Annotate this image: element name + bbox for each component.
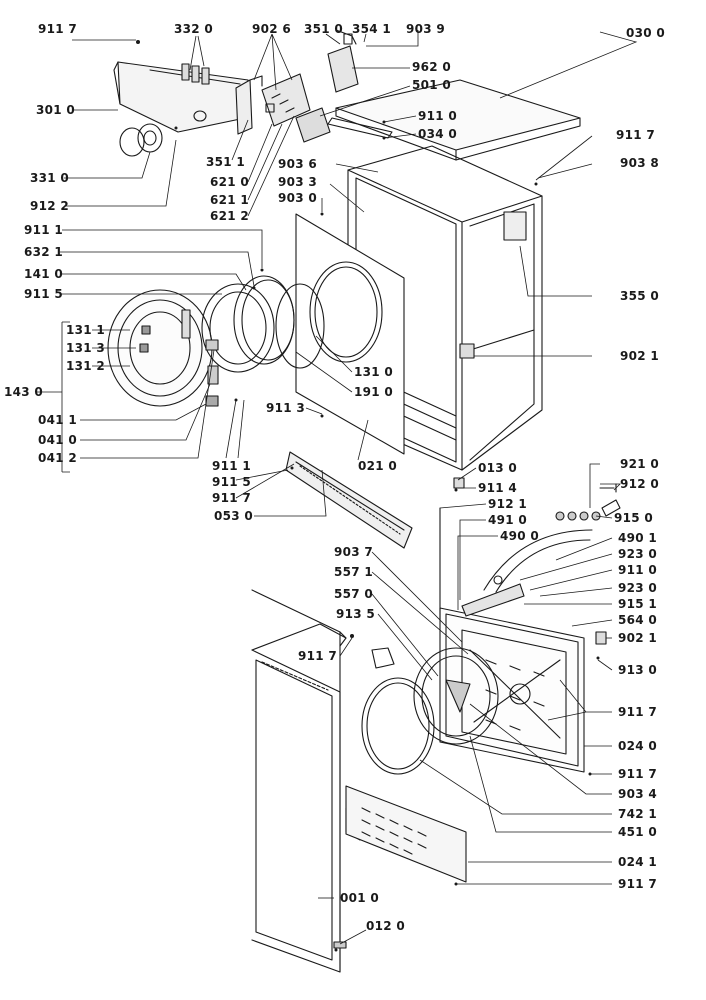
callout-9150: 915 0 — [614, 511, 654, 525]
knob-part — [120, 124, 162, 156]
callout-3310: 331 0 — [30, 171, 70, 185]
callout-9620: 962 0 — [412, 60, 452, 74]
callout-0340: 034 0 — [418, 127, 458, 141]
heater-element-part — [414, 648, 498, 744]
callout-3511: 351 1 — [206, 155, 246, 169]
callout-6211: 621 1 — [210, 193, 250, 207]
callout-0412: 041 2 — [38, 451, 78, 465]
callout-9113: 911 3 — [266, 401, 306, 415]
callout-6212: 621 2 — [210, 209, 250, 223]
callout-9115-b: 911 5 — [212, 475, 252, 489]
callout-9033: 903 3 — [278, 175, 318, 189]
top-cover-part — [336, 80, 580, 160]
callout-9117-r3: 911 7 — [618, 767, 658, 781]
callout-9110-a: 911 0 — [418, 109, 458, 123]
callout-9114: 911 4 — [478, 481, 518, 495]
callout-9117-r4: 911 7 — [618, 877, 658, 891]
callout-1312: 131 2 — [66, 359, 106, 373]
callout-9026: 902 6 — [252, 22, 292, 36]
callout-0130: 013 0 — [478, 461, 518, 475]
callout-5010: 501 0 — [412, 78, 452, 92]
callout-9130: 913 0 — [618, 663, 658, 677]
callout-9117-low: 911 7 — [298, 649, 338, 663]
callout-0410: 041 0 — [38, 433, 78, 447]
callout-9151: 915 1 — [618, 597, 658, 611]
callout-3541: 354 1 — [352, 22, 392, 36]
callout-1313: 131 3 — [66, 341, 106, 355]
callout-9117-mid: 911 7 — [212, 491, 252, 505]
callout-9021-b: 902 1 — [618, 631, 658, 645]
callout-0241: 024 1 — [618, 855, 658, 869]
callout-9117-r1: 911 7 — [616, 128, 656, 142]
callout-9120: 912 0 — [620, 477, 660, 491]
callout-9034: 903 4 — [618, 787, 658, 801]
callout-1311: 131 1 — [66, 323, 106, 337]
callout-1430: 143 0 — [4, 385, 44, 399]
front-panel-part — [296, 214, 404, 454]
switch-cluster-part — [262, 74, 310, 126]
callout-9230: 923 0 — [618, 547, 658, 561]
callout-0300: 030 0 — [626, 26, 666, 40]
callout-4900: 490 0 — [500, 529, 540, 543]
callout-4910: 491 0 — [488, 513, 528, 527]
callout-9210: 921 0 — [620, 457, 660, 471]
fastener-marks — [136, 40, 600, 952]
callout-0240: 024 0 — [618, 739, 658, 753]
service-panel-part — [346, 786, 466, 882]
callout-9038: 903 8 — [620, 156, 660, 170]
callout-4901: 490 1 — [618, 531, 658, 545]
callout-0530: 053 0 — [214, 509, 254, 523]
callout-9115-a: 911 5 — [24, 287, 64, 301]
base-cabinet-part — [252, 590, 360, 972]
control-panel-part — [114, 62, 248, 132]
callout-1910: 191 0 — [354, 385, 394, 399]
callout-0411: 041 1 — [38, 413, 78, 427]
callout-9021-a: 902 1 — [620, 349, 660, 363]
callout-4510: 451 0 — [618, 825, 658, 839]
callout-9110-b: 911 0 — [618, 563, 658, 577]
callout-3550: 355 0 — [620, 289, 660, 303]
rear-panel-part — [440, 608, 584, 772]
callout-1410: 141 0 — [24, 267, 64, 281]
callout-9037: 903 7 — [334, 545, 374, 559]
callout-3010: 301 0 — [36, 103, 76, 117]
callout-9122: 912 2 — [30, 199, 70, 213]
timer-motor-part — [328, 30, 358, 92]
callout-0010: 001 0 — [340, 891, 380, 905]
callout-0120: 012 0 — [366, 919, 406, 933]
callout-0210: 021 0 — [358, 459, 398, 473]
callout-5571: 557 1 — [334, 565, 374, 579]
callout-9121: 912 1 — [488, 497, 528, 511]
callout-9111-a: 911 1 — [24, 223, 64, 237]
callout-1310: 131 0 — [354, 365, 394, 379]
leader-lines — [36, 30, 636, 944]
callout-9036: 903 6 — [278, 157, 318, 171]
callout-3510: 351 0 — [304, 22, 344, 36]
callout-9117-top: 911 7 — [38, 22, 78, 36]
callout-9230-b: 923 0 — [618, 581, 658, 595]
kick-plate-part — [286, 452, 412, 548]
callout-9117-r2: 911 7 — [618, 705, 658, 719]
callout-9135: 913 5 — [336, 607, 376, 621]
callout-9111-b: 911 1 — [212, 459, 252, 473]
callout-5570: 557 0 — [334, 587, 374, 601]
callout-3320: 332 0 — [174, 22, 214, 36]
callout-5640: 564 0 — [618, 613, 658, 627]
callout-7421: 742 1 — [618, 807, 658, 821]
door-assembly-part — [108, 276, 294, 406]
callout-6321: 632 1 — [24, 245, 64, 259]
callout-6210: 621 0 — [210, 175, 250, 189]
callout-9039: 903 9 — [406, 22, 446, 36]
callout-9030: 903 0 — [278, 191, 318, 205]
